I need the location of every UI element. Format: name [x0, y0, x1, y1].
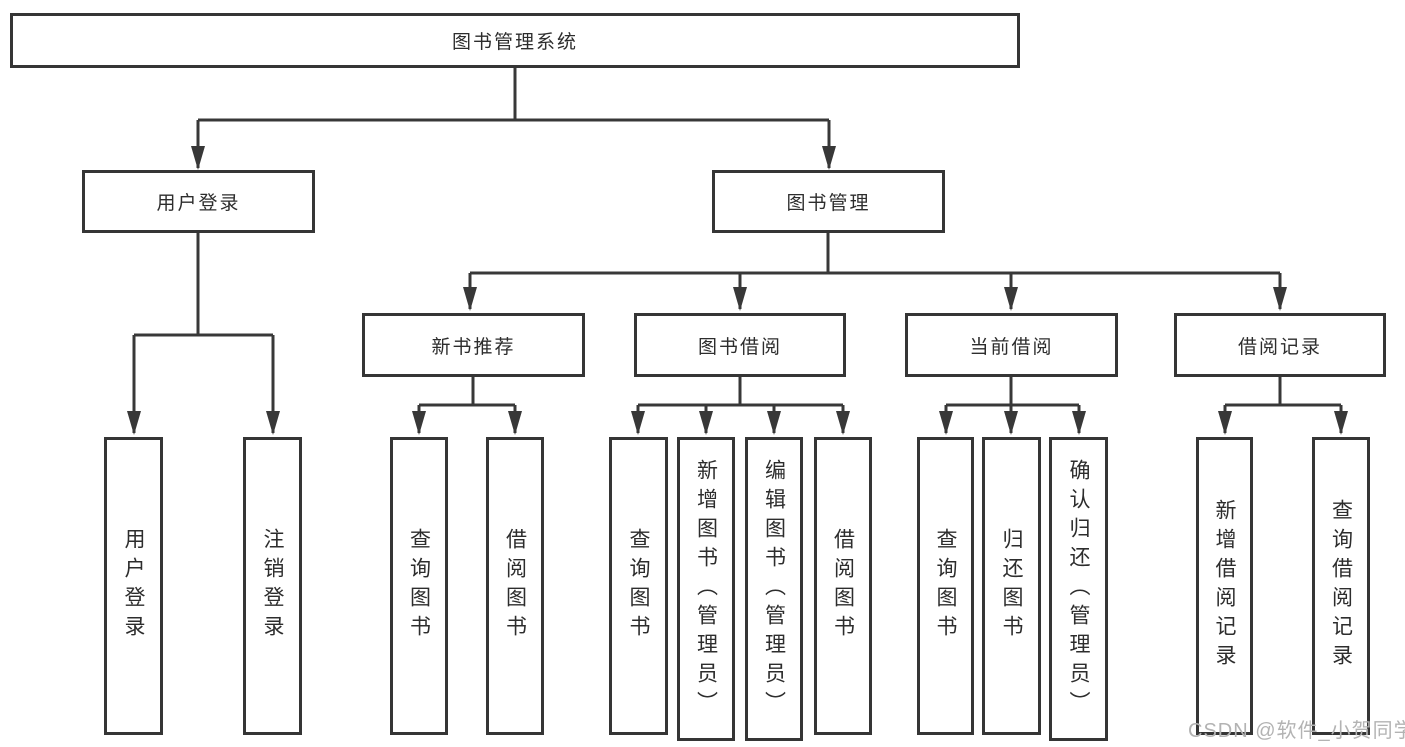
node-book-management: 图书管理 [712, 170, 945, 233]
leaf-user-login: 用户登录 [104, 437, 163, 735]
node-new-book-recommend: 新书推荐 [362, 313, 585, 377]
csdn-watermark: CSDN @软件_小贺同学 [1188, 720, 1405, 742]
node-borrow-records: 借阅记录 [1174, 313, 1386, 377]
leaf-logout: 注销登录 [243, 437, 302, 735]
leaf-recommend-borrow-book: 借阅图书 [486, 437, 544, 735]
leaf-current-query-book: 查询图书 [917, 437, 974, 735]
leaf-records-query-record: 查询借阅记录 [1312, 437, 1370, 735]
connector-paths [132, 68, 1343, 433]
arrowhead-icons [127, 146, 1348, 435]
leaf-current-confirm-return-admin: 确认归还（管理员） [1049, 437, 1108, 741]
node-current-borrow: 当前借阅 [905, 313, 1118, 377]
leaf-records-add-record: 新增借阅记录 [1196, 437, 1253, 735]
leaf-recommend-query-book: 查询图书 [390, 437, 448, 735]
leaf-borrow-borrow-book: 借阅图书 [814, 437, 872, 735]
leaf-borrow-add-book-admin: 新增图书（管理员） [677, 437, 735, 741]
leaf-borrow-edit-book-admin: 编辑图书（管理员） [745, 437, 803, 741]
node-library-management-system: 图书管理系统 [10, 13, 1020, 68]
node-user-login: 用户登录 [82, 170, 315, 233]
node-book-borrow: 图书借阅 [634, 313, 846, 377]
leaf-borrow-query-book: 查询图书 [609, 437, 668, 735]
leaf-current-return-book: 归还图书 [982, 437, 1041, 735]
